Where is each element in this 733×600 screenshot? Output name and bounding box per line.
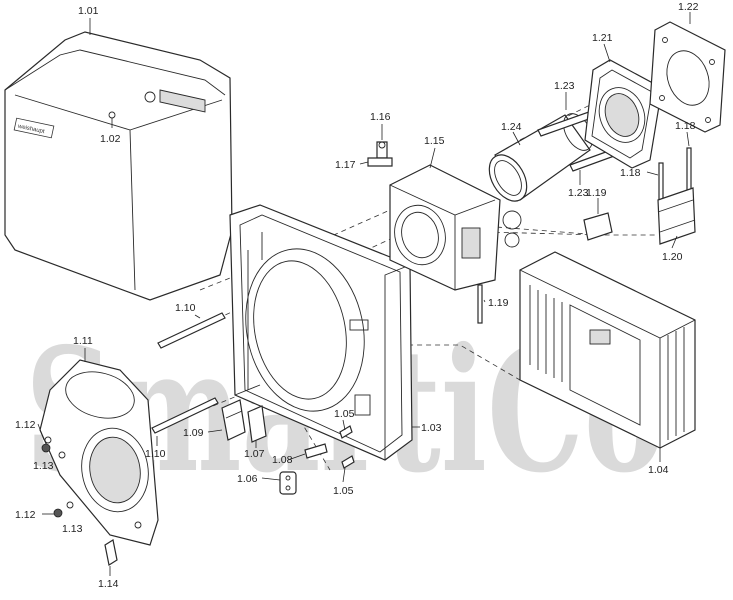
screw-1-12-b — [53, 508, 63, 518]
label-1-07: 1.07 — [244, 448, 265, 460]
label-1-19-top: 1.19 — [586, 187, 607, 199]
fitting-1-17 — [367, 157, 393, 167]
label-1-22: 1.22 — [678, 1, 699, 13]
flame-tube-1-24 — [488, 113, 593, 202]
label-1-10-bottom: 1.10 — [145, 448, 166, 460]
label-1-14: 1.14 — [98, 578, 119, 590]
label-1-23-bottom: 1.23 — [568, 187, 589, 199]
brand-badge: weishaupt — [16, 123, 45, 135]
screw-1-12-a — [41, 443, 51, 453]
label-1-20: 1.20 — [662, 251, 683, 263]
label-1-19-bottom: 1.19 — [488, 297, 509, 309]
bracket-1-07 — [247, 405, 267, 443]
label-1-21: 1.21 — [592, 32, 613, 44]
fitting-1-16 — [376, 141, 388, 159]
washer-1-13-a — [44, 436, 52, 444]
clip-1-14 — [104, 539, 118, 566]
label-1-02: 1.02 — [100, 133, 121, 145]
leader-lines — [37, 12, 691, 576]
base-unit-1-04 — [519, 251, 696, 449]
block-1-06 — [279, 471, 297, 495]
flange-block-1-15 — [389, 164, 522, 291]
label-1-18-top: 1.18 — [675, 120, 696, 132]
hinge-1-20 — [657, 187, 696, 245]
back-plate-1-11 — [39, 359, 159, 546]
label-1-11: 1.11 — [73, 335, 93, 347]
rod-1-10-bottom — [151, 397, 219, 434]
label-1-04: 1.04 — [648, 464, 669, 476]
part-labels: 1.01 1.02 1.03 1.04 1.05 1.05 1.06 1.07 … — [15, 1, 699, 590]
label-1-16: 1.16 — [370, 111, 391, 123]
clip-1-19 — [583, 212, 613, 241]
pin-1-18-a — [658, 162, 664, 204]
washer-1-13-b — [66, 501, 74, 509]
screw-1-05-b — [341, 455, 355, 469]
pin-1-18-b — [686, 147, 692, 194]
label-1-12-top: 1.12 — [15, 419, 36, 431]
label-1-01: 1.01 — [78, 5, 99, 17]
label-1-13-bottom: 1.13 — [62, 523, 83, 535]
label-1-13-top: 1.13 — [33, 460, 54, 472]
label-1-17: 1.17 — [335, 159, 356, 171]
label-1-06: 1.06 — [237, 473, 258, 485]
label-1-12-bottom: 1.12 — [15, 509, 36, 521]
cover-hood-1-01: weishaupt — [4, 31, 233, 301]
screw-1-05-a — [339, 425, 353, 439]
pin-1-19 — [477, 284, 483, 324]
part-1-08 — [304, 443, 328, 459]
label-1-05-bottom: 1.05 — [333, 485, 354, 497]
label-1-03: 1.03 — [421, 422, 442, 434]
label-1-08: 1.08 — [272, 454, 293, 466]
label-1-09: 1.09 — [183, 427, 204, 439]
label-1-05-top: 1.05 — [334, 408, 355, 420]
gasket-1-22 — [649, 21, 726, 133]
label-1-24: 1.24 — [501, 121, 522, 133]
label-1-15: 1.15 — [424, 135, 445, 147]
front-plate-1-21 — [584, 59, 663, 169]
label-1-10-top: 1.10 — [175, 302, 196, 314]
rod-1-10-top — [157, 312, 226, 349]
housing-1-03 — [229, 204, 413, 461]
label-1-18-left: 1.18 — [620, 167, 641, 179]
bracket-1-09 — [221, 399, 246, 441]
label-1-23-top: 1.23 — [554, 80, 575, 92]
